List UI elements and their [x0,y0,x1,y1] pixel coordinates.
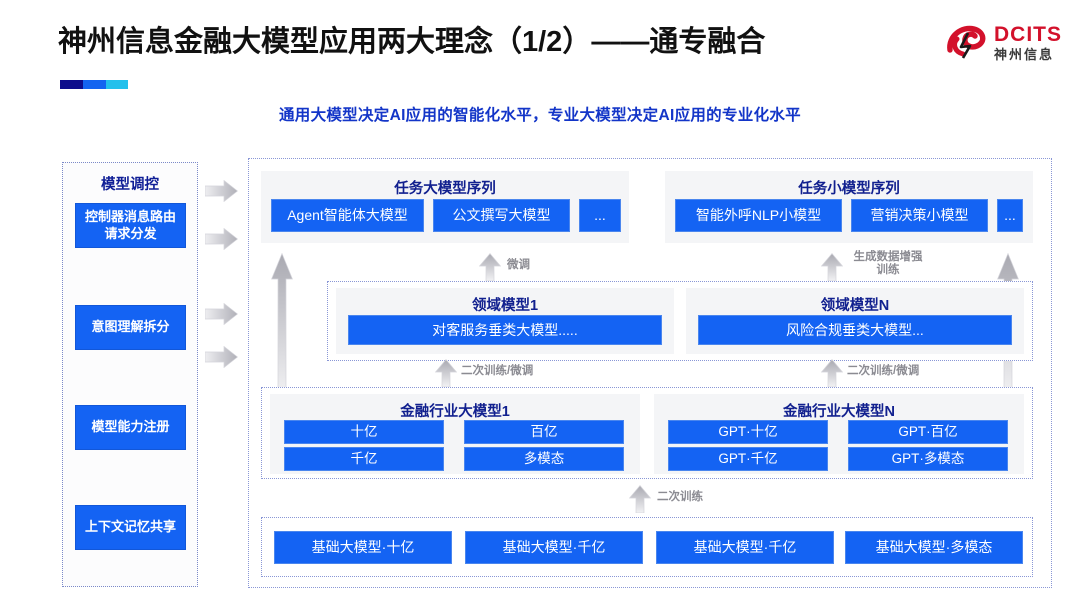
chip-task-big-more[interactable]: ... [579,199,621,232]
arrow-right-icon-2 [204,227,239,251]
arrow-up-icon-retrain-right [820,359,844,388]
task-small-model-panel: 任务小模型序列 智能外呼NLP小模型 营销决策小模型 ... [665,171,1033,243]
arrow-up-icon-retrain-left [434,359,458,388]
control-item-context-memory[interactable]: 上下文记忆共享 [75,505,186,550]
task-big-model-title: 任务大模型序列 [394,181,496,197]
domain-model-n-panel: 领域模型N 风险合规垂类大模型... [686,288,1024,354]
arrow-up-icon-data-aug [820,253,844,282]
domain-model-1-panel: 领域模型1 对客服务垂类大模型..... [336,288,674,354]
flow-label-data-augmentation: 生成数据增强训练 [853,251,923,277]
chip-outbound-nlp-small-model[interactable]: 智能外呼NLP小模型 [675,199,842,232]
finance-model-n-panel: 金融行业大模型N GPT·十亿 GPT·百亿 GPT·千亿 GPT·多模态 [654,394,1024,474]
chip-finN-gpt-billion[interactable]: GPT·十亿 [668,420,828,444]
finance-model-1-title: 金融行业大模型1 [400,404,510,420]
flow-label-retrain-finetune-left: 二次训练/微调 [461,365,534,377]
chip-fin1-scale-ten-billion[interactable]: 百亿 [464,420,624,444]
page-title: 神州信息金融大模型应用两大理念（1/2）——通专融合 [58,26,766,58]
control-item-message-routing[interactable]: 控制器消息路由请求分发 [75,203,186,248]
arrow-right-icon-3 [204,302,239,326]
control-item-capability-registry[interactable]: 模型能力注册 [75,405,186,450]
chip-agent-big-model[interactable]: Agent智能体大模型 [271,199,424,232]
brand-logo: DCITS 神州信息 [944,20,1062,64]
chip-document-writing-model[interactable]: 公文撰写大模型 [433,199,570,232]
page-subtitle: 通用大模型决定AI应用的智能化水平，专业大模型决定AI应用的专业化水平 [278,107,801,124]
chip-base-model-multimodal[interactable]: 基础大模型·多模态 [845,531,1023,564]
finance-model-n-title: 金融行业大模型N [783,404,895,420]
chip-marketing-decision-small-model[interactable]: 营销决策小模型 [851,199,988,232]
accent-segment-3 [105,80,128,89]
arrow-up-icon-left-tall [271,252,293,398]
domain-model-n-title: 领域模型N [820,298,890,314]
domain-model-1-title: 领域模型1 [471,298,539,314]
control-column-title: 模型调控 [101,177,159,193]
flow-label-retrain-finetune-right: 二次训练/微调 [847,365,920,377]
arrow-up-icon-retrain-base [628,485,652,514]
accent-segment-2 [83,80,106,89]
dcits-swirl-icon [944,20,988,64]
arrow-right-icon-1 [204,179,239,203]
chip-finN-gpt-hundred-billion[interactable]: GPT·千亿 [668,447,828,471]
finance-model-group: 金融行业大模型1 十亿 百亿 千亿 多模态 金融行业大模型N GPT·十亿 GP… [261,387,1033,479]
chip-fin1-scale-hundred-billion[interactable]: 千亿 [284,447,444,471]
task-small-model-title: 任务小模型序列 [798,181,900,197]
control-item-intent-parsing[interactable]: 意图理解拆分 [75,305,186,350]
domain-model-group: 领域模型1 对客服务垂类大模型..... 领域模型N 风险合规垂类大模型... [327,281,1033,361]
chip-task-small-more[interactable]: ... [997,199,1023,232]
control-column: 模型调控 控制器消息路由请求分发 意图理解拆分 模型能力注册 上下文记忆共享 [62,162,198,587]
base-model-group: 基础大模型·十亿 基础大模型·千亿 基础大模型·千亿 基础大模型·多模态 [261,517,1033,577]
logo-text-cn: 神州信息 [994,46,1055,62]
chip-finN-gpt-multimodal[interactable]: GPT·多模态 [848,447,1008,471]
task-big-model-panel: 任务大模型序列 Agent智能体大模型 公文撰写大模型 ... [261,171,629,243]
arrow-up-icon-finetune [478,253,502,282]
accent-bar [60,80,128,89]
flow-label-finetune: 微调 [507,259,530,271]
chip-fin1-scale-billion[interactable]: 十亿 [284,420,444,444]
logo-text-en: DCITS [994,22,1062,46]
chip-base-model-hundred-billion-1[interactable]: 基础大模型·千亿 [465,531,643,564]
chip-base-model-billion[interactable]: 基础大模型·十亿 [274,531,452,564]
chip-customer-service-vertical-model[interactable]: 对客服务垂类大模型..... [348,315,662,345]
flow-label-retrain: 二次训练 [657,491,703,503]
chip-fin1-multimodal[interactable]: 多模态 [464,447,624,471]
accent-segment-1 [60,80,84,89]
chip-base-model-hundred-billion-2[interactable]: 基础大模型·千亿 [656,531,834,564]
finance-model-1-panel: 金融行业大模型1 十亿 百亿 千亿 多模态 [270,394,640,474]
chip-finN-gpt-ten-billion[interactable]: GPT·百亿 [848,420,1008,444]
arrow-right-icon-4 [204,345,239,369]
chip-risk-compliance-vertical-model[interactable]: 风险合规垂类大模型... [698,315,1012,345]
architecture-diagram: 任务大模型序列 Agent智能体大模型 公文撰写大模型 ... 任务小模型序列 … [248,158,1052,588]
